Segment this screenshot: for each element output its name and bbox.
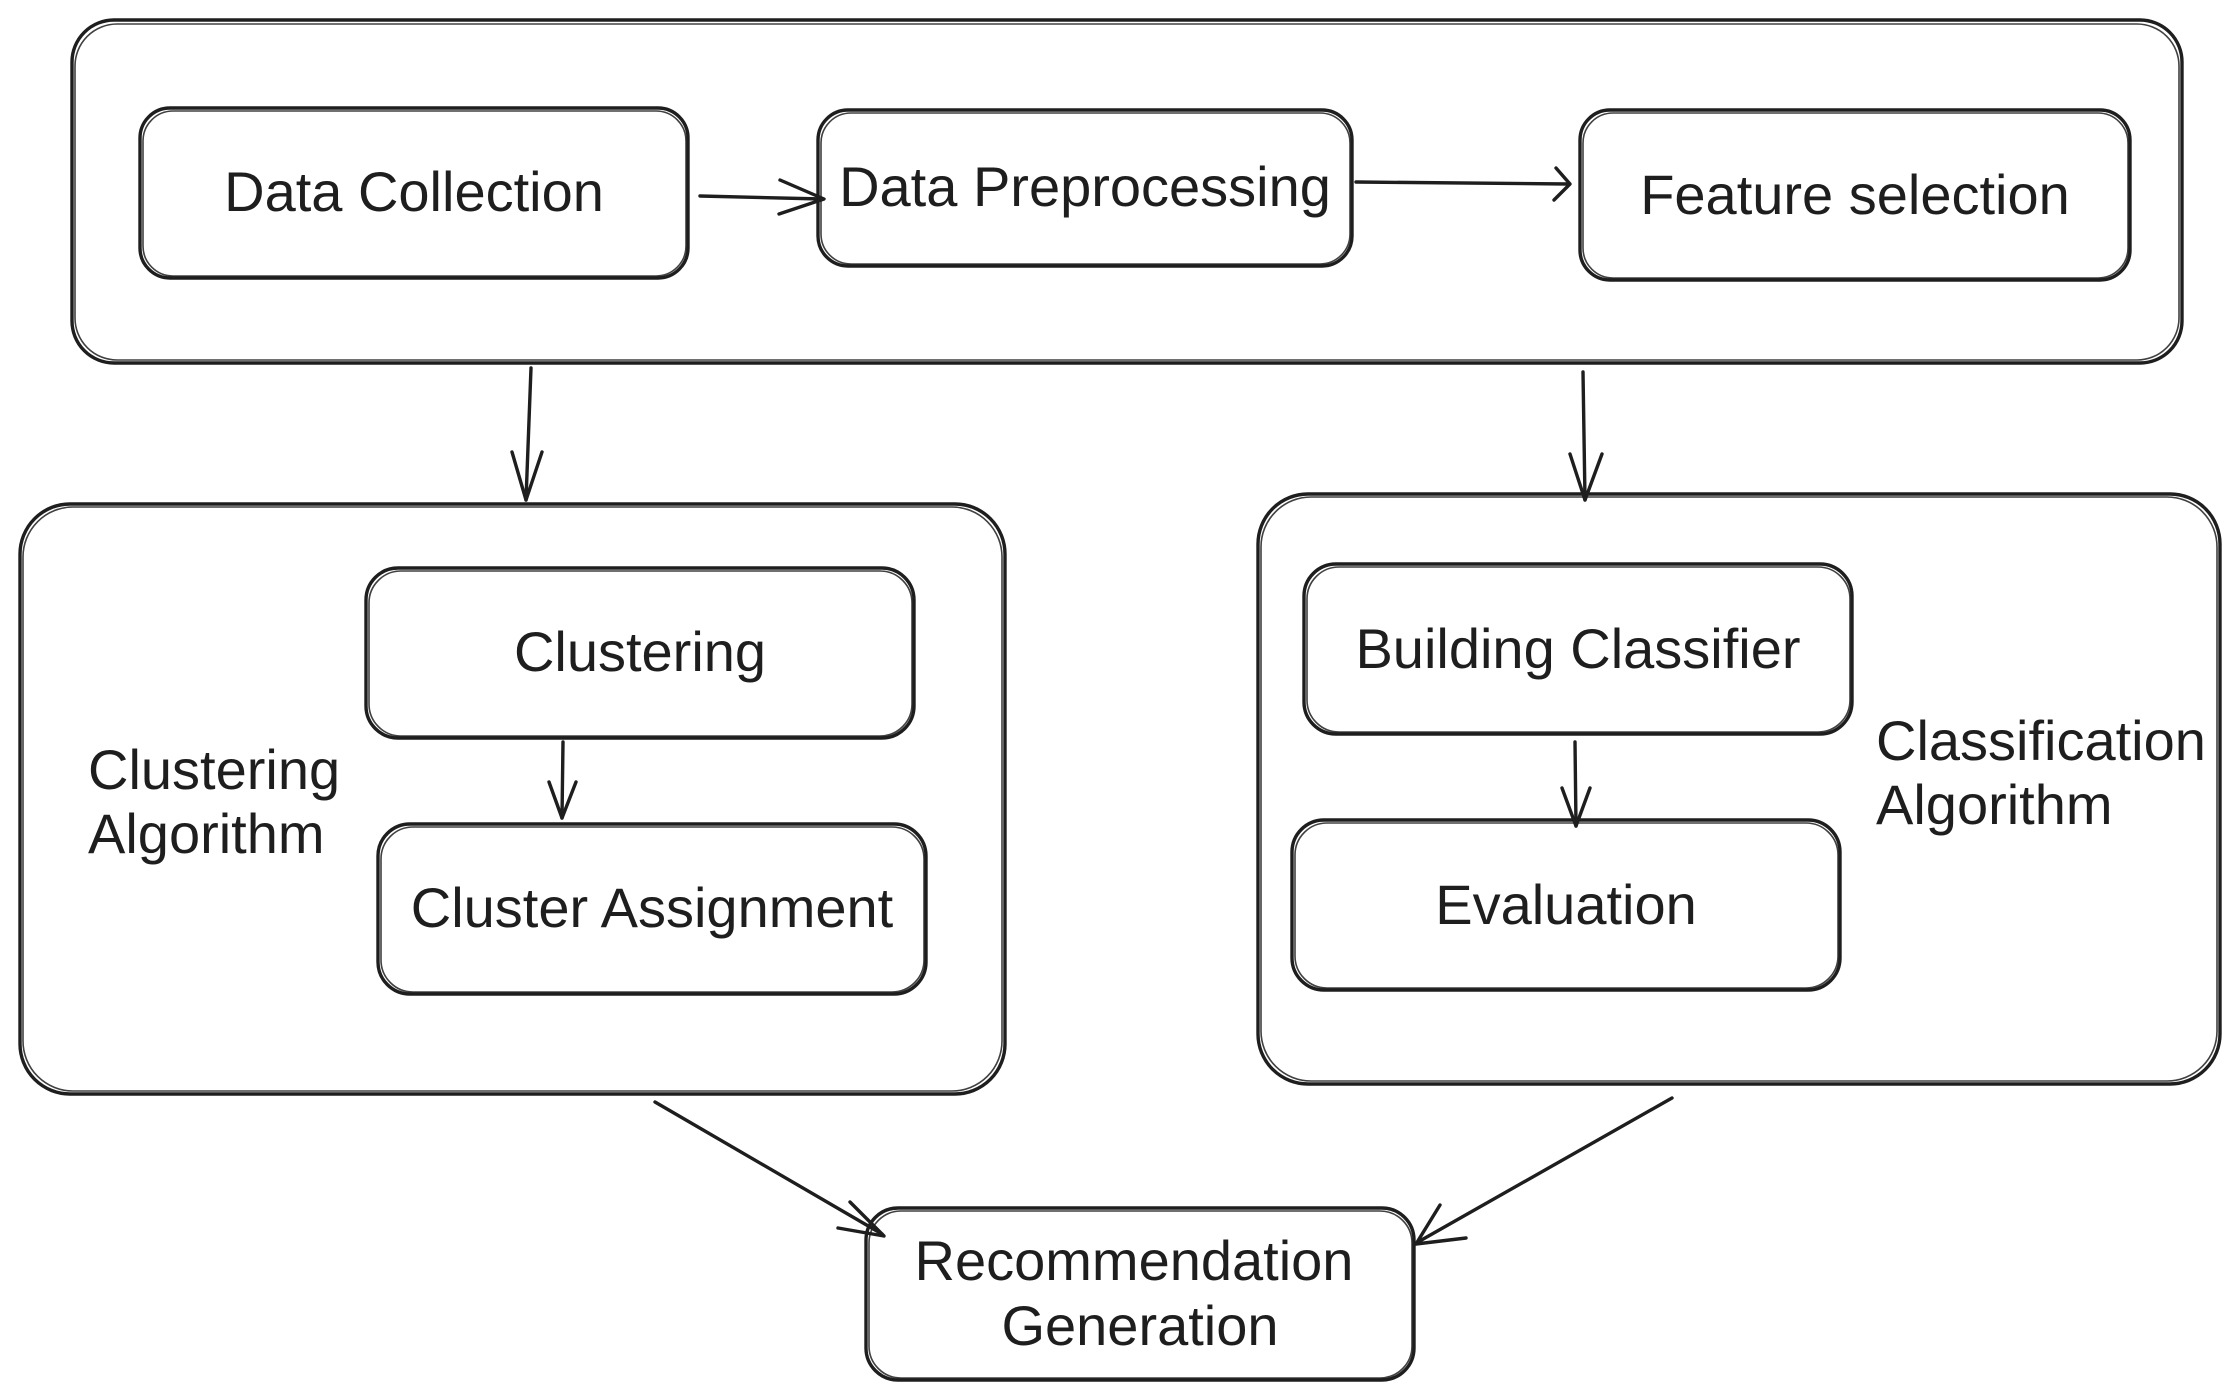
data-preprocessing-label: Data Preprocessing [839,155,1331,218]
arrow-collection-to-preprocessing [698,178,826,216]
pipeline-frame [70,18,2184,365]
building-classifier-label: Building Classifier [1355,617,1800,680]
data-collection-node: Data Collection [138,106,690,280]
arrow-pipeline-to-classification [1568,370,1604,502]
arrow-classifier-to-evaluation [1560,740,1592,828]
clustering-node: Clustering [364,566,916,740]
classification-algorithm-title-line1: Classification [1876,709,2206,772]
recommendation-generation-label-line1: Recommendation [915,1229,1354,1292]
clustering-algorithm-group: Clustering Algorithm [18,502,1007,1096]
arrow-clustering-to-assignment [547,740,578,820]
building-classifier-node: Building Classifier [1302,562,1854,736]
feature-selection-label: Feature selection [1640,163,2070,226]
clustering-algorithm-title-line2: Algorithm [88,802,325,865]
clustering-label: Clustering [514,620,766,683]
classification-algorithm-title-line2: Algorithm [1876,773,2113,836]
arrow-preprocessing-to-feature-selection [1354,166,1572,202]
cluster-assignment-node: Cluster Assignment [376,822,928,996]
recommendation-generation-label-line2: Generation [1001,1294,1278,1357]
classification-algorithm-group: Classification Algorithm [1256,492,2222,1086]
recommendation-generation-node: Recommendation Generation [864,1206,1416,1382]
data-preprocessing-node: Data Preprocessing [816,108,1354,268]
data-collection-label: Data Collection [224,160,604,223]
clustering-algorithm-title-line1: Clustering [88,738,340,801]
evaluation-label: Evaluation [1435,873,1697,936]
cluster-assignment-label: Cluster Assignment [411,876,894,939]
arrow-clustering-to-recommendation [653,1100,886,1238]
arrow-classification-to-recommendation [1414,1096,1674,1246]
feature-selection-node: Feature selection [1578,108,2132,282]
arrow-pipeline-to-clustering [510,366,544,502]
evaluation-node: Evaluation [1290,818,1842,992]
